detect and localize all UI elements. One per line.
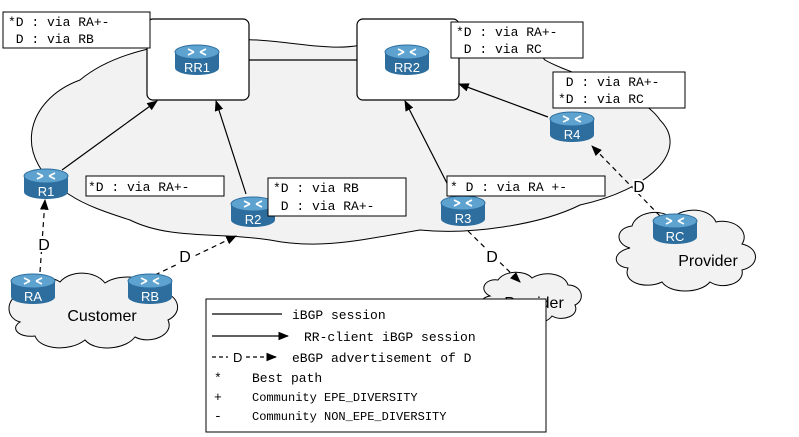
router-r4: R4 [549, 111, 595, 143]
rib-r2-line-1: *D : via RB [273, 181, 359, 196]
legend-ebgp-label: eBGP advertisement of D [292, 351, 472, 366]
rib-table-rr1: *D : via RA+- D : via RB [2, 11, 151, 49]
rib-r2-line-2: D : via RA+- [273, 199, 374, 214]
legend-star-symbol: * [214, 371, 222, 386]
legend-ebgp-marker: D [233, 350, 242, 365]
router-rr1: RR1 [174, 44, 220, 76]
router-r2-label: R2 [245, 212, 262, 227]
router-rb-label: RB [141, 289, 159, 304]
provider-cloud-rc [615, 209, 756, 292]
edge-label-ra-r1: D [38, 237, 50, 254]
rib-r4-line-1: D : via RA+- [558, 75, 659, 90]
router-rr2: RR2 [384, 44, 430, 76]
router-rc: RC [652, 213, 698, 245]
rib-table-r4: D : via RA+- *D : via RC [552, 71, 686, 109]
rib-r3-line-1: * D : via RA +- [450, 180, 567, 195]
router-ra: RA [10, 273, 56, 305]
legend-star-label: Best path [252, 371, 322, 386]
rib-r4-line-2: *D : via RC [558, 92, 644, 107]
rrclient-r2-rr1 [214, 99, 247, 195]
ebgp-rb-r2 [154, 235, 237, 276]
legend-rr-client-label: RR-client iBGP session [304, 330, 476, 345]
rib-rr2-line-1: *D : via RA+- [456, 25, 557, 40]
provider-label-rc: Provider [678, 253, 738, 270]
router-rc-label: RC [666, 229, 685, 244]
router-rb: RB [127, 273, 173, 305]
ebgp-ra-r1 [39, 198, 49, 273]
rib-table-r1: *D : via RA+- [85, 175, 225, 197]
rib-table-r2: *D : via RB D : via RA+- [267, 177, 407, 217]
edge-label-rc-r4: D [633, 179, 645, 196]
router-ra-label: RA [24, 289, 42, 304]
router-r1: R1 [23, 168, 69, 200]
ebgp-rc-r4 [591, 145, 661, 217]
edge-label-r3-provider: D [486, 249, 498, 266]
customer-label: Customer [67, 308, 137, 325]
legend: iBGP session RR-client iBGP session D eB… [205, 298, 547, 433]
router-r1-label: R1 [38, 184, 55, 199]
rib-table-r3: * D : via RA +- [446, 175, 606, 197]
edge-label-rb-r2: D [179, 249, 191, 266]
rib-r1-line-1: *D : via RA+- [88, 180, 189, 195]
rrclient-r3-rr2 [404, 100, 453, 194]
rrclient-r4-rr2 [457, 83, 549, 118]
router-rr1-label: RR1 [184, 60, 210, 75]
router-r2: R2 [230, 196, 276, 228]
router-r3-label: R3 [455, 211, 472, 226]
router-r4-label: R4 [564, 127, 581, 142]
router-r3: R3 [440, 195, 486, 227]
legend-plus-label: Community EPE_DIVERSITY [252, 391, 418, 405]
rib-rr1-line-1: *D : via RA+- [8, 15, 109, 30]
rrclient-r1-rr1 [61, 100, 158, 171]
legend-plus-symbol: + [214, 390, 222, 405]
router-rr2-label: RR2 [394, 60, 420, 75]
legend-minus-symbol: - [214, 409, 222, 424]
rib-rr1-line-2: D : via RB [8, 32, 94, 47]
legend-minus-label: Community NON_EPE_DIVERSITY [252, 410, 446, 424]
ebgp-r3-provider [467, 230, 521, 283]
rib-table-rr2: *D : via RA+- D : via RC [450, 21, 584, 59]
legend-ibgp-label: iBGP session [292, 308, 386, 323]
rib-rr2-line-2: D : via RC [456, 42, 542, 57]
